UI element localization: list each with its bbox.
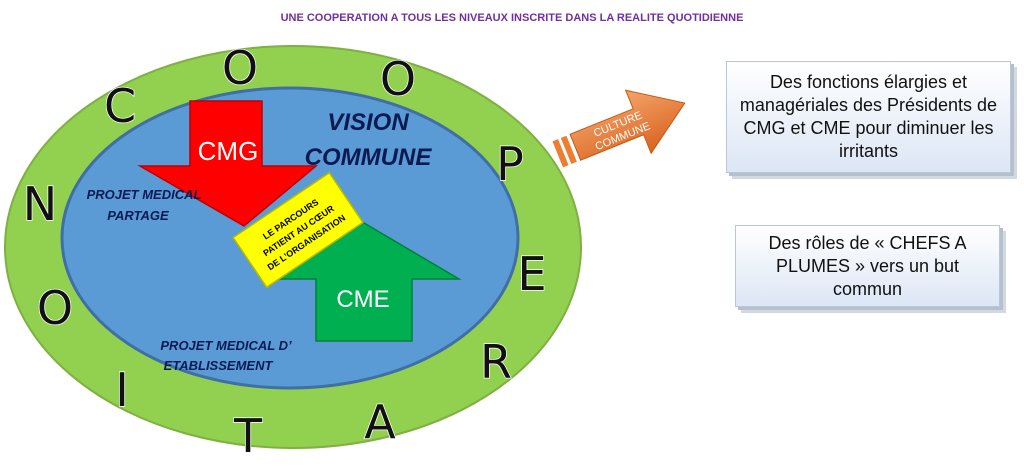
info-box-roles: Des rôles de « CHEFS A PLUMES » vers un … [735,225,1000,307]
projet-etab-line1: PROJET MEDICAL D’ [160,338,292,353]
ring-letter-11: N [23,177,57,231]
ring-letter-6: R [480,335,512,389]
page-title: UNE COOPERATION A TOUS LES NIVEAUX INSCR… [280,12,744,24]
projet-partage-line2: PARTAGE [107,208,169,223]
culture-commune-arrow: CULTURE COMMUNE [552,89,686,168]
ring-letter-4: P [496,137,524,191]
info-box-roles-text: Des rôles de « CHEFS A PLUMES » vers un … [768,232,967,299]
cmg-label: CMG [198,136,259,166]
vision-line2: COMMUNE [305,144,433,171]
info-box-fonctions: Des fonctions élargies et managériales d… [726,61,1011,173]
ring-letter-10: O [37,281,73,335]
center-box: LE PARCOURS PATIENT AU CŒUR DE L’ORGANIS… [232,171,364,289]
ring-letter-3: O [380,52,416,106]
info-box-fonctions-text: Des fonctions élargies et managériales d… [739,72,998,161]
ring-letter-7: A [364,395,396,449]
ring-letter-1: C [104,79,136,133]
projet-etab-line2: ETABLISSEMENT [164,358,274,373]
cmg-arrow: CMG [137,100,319,227]
ring-letter-5: E [517,247,546,301]
projet-partage-line1: PROJET MEDICAL [87,187,202,202]
ring-letter-2: O [222,41,258,95]
ring-letter-8: T [233,409,263,463]
vision-line1: VISION [327,109,409,136]
cme-label: CME [336,286,389,313]
ring-letter-9: I [115,363,129,417]
